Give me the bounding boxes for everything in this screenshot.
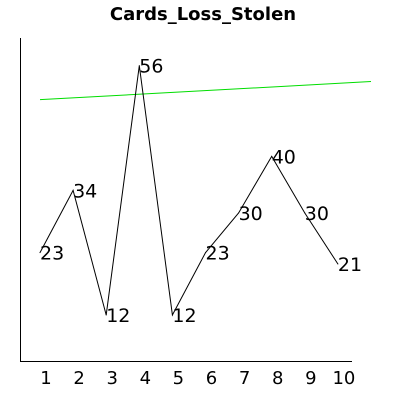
x-tick-label: 1 [40,368,51,389]
x-tick-label: 6 [206,368,217,389]
x-tick-label: 7 [239,368,250,389]
data-label-layer: 23 34 12 56 12 23 30 40 30 21 [40,56,362,327]
data-point [271,155,273,157]
x-tick-label: 9 [305,368,316,389]
data-label: 34 [73,180,97,202]
x-tick-label: 10 [332,368,355,389]
data-point [238,212,240,214]
data-label: 56 [139,56,163,78]
data-label: 12 [106,305,130,327]
data-label: 30 [239,203,263,225]
data-point [205,252,206,254]
series-layer [39,65,339,317]
data-label: 12 [172,305,196,327]
chart-title: Cards_Loss_Stolen [110,4,296,25]
data-point [105,314,107,316]
data-point [39,252,41,254]
trendline [39,81,372,101]
series-line [39,65,339,317]
data-label: 30 [305,203,329,225]
x-tick-label: 3 [106,368,117,389]
data-point [171,314,173,316]
data-point [337,263,339,265]
x-tick-labels: 1 2 3 4 5 6 7 8 9 10 [40,368,355,389]
data-point [304,212,306,214]
x-tick-label: 4 [140,368,151,389]
x-tick-label: 8 [272,368,283,389]
x-tick-label: 5 [173,368,184,389]
data-label: 21 [338,254,362,276]
data-point [138,65,140,67]
trendline-layer [39,81,372,101]
data-label: 23 [40,243,64,265]
data-point [72,189,74,191]
data-label: 40 [272,146,296,168]
x-tick-label: 2 [73,368,84,389]
data-label: 23 [206,243,230,265]
